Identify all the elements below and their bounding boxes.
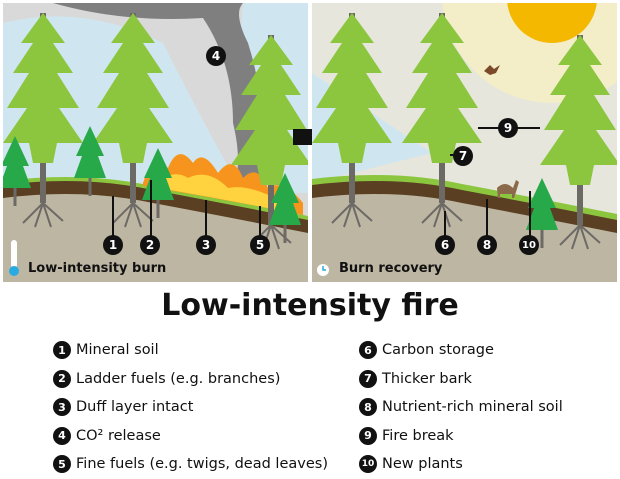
legend-item: 8 Nutrient-rich mineral soil xyxy=(359,393,563,422)
sun xyxy=(507,3,597,43)
duff-layer xyxy=(3,179,308,233)
legend-text: Nutrient-rich mineral soil xyxy=(382,399,563,416)
legend-text: Thicker bark xyxy=(382,370,472,387)
marker-9: 9 xyxy=(498,118,518,138)
legend-number: 1 xyxy=(53,341,71,360)
legend-text: New plants xyxy=(382,456,463,473)
legend-number: 5 xyxy=(53,455,71,474)
legend-number: 10 xyxy=(359,455,377,474)
burn-illustration xyxy=(3,3,308,282)
legend-item: 4 CO² release xyxy=(53,422,328,451)
legend-item: 6 Carbon storage xyxy=(359,336,563,365)
panel-label-text: Low-intensity burn xyxy=(28,261,167,276)
legend-text: Carbon storage xyxy=(382,342,494,359)
legend-item: 3 Duff layer intact xyxy=(53,393,328,422)
legend-text: Mineral soil xyxy=(76,342,159,359)
legend-item: 9 Fire break xyxy=(359,422,563,451)
marker-10: 10 xyxy=(519,235,539,255)
deer xyxy=(497,180,519,198)
marker-8: 8 xyxy=(477,235,497,255)
marker-6: 6 xyxy=(435,235,455,255)
bird xyxy=(484,65,500,75)
legend-item: 5 Fine fuels (e.g. twigs, dead leaves) xyxy=(53,450,328,479)
legend-left: 1 Mineral soil 2 Ladder fuels (e.g. branch… xyxy=(53,336,328,479)
legend-number: 9 xyxy=(359,426,377,445)
legend-number: 8 xyxy=(359,398,377,417)
legend-text: Ladder fuels (e.g. branches) xyxy=(76,370,281,387)
legend-number: 7 xyxy=(359,369,377,388)
legend-number: 4 xyxy=(53,426,71,445)
legend-text: Fine fuels (e.g. twigs, dead leaves) xyxy=(76,456,328,473)
legend-item: 7 Thicker bark xyxy=(359,365,563,394)
marker-3: 3 xyxy=(196,235,216,255)
smoke-plume xyxy=(53,3,264,193)
legend-text: Duff layer intact xyxy=(76,399,194,416)
low-intensity-burn-panel: 1 2 3 4 5 Low-intensity burn xyxy=(3,3,308,282)
legend-item: 1 Mineral soil xyxy=(53,336,328,365)
legend-text: CO² release xyxy=(76,427,161,444)
burn-recovery-panel: 6 7 8 9 10 Burn recovery xyxy=(312,3,617,282)
panel-label-recovery: Burn recovery xyxy=(334,261,442,276)
legend-item: 2 Ladder fuels (e.g. branches) xyxy=(53,365,328,394)
marker-2: 2 xyxy=(140,235,160,255)
legend-right: 6 Carbon storage 7 Thicker bark 8 Nutrient-… xyxy=(359,336,563,479)
marker-4: 4 xyxy=(206,46,226,66)
marker-5: 5 xyxy=(250,235,270,255)
panel-label-text: Burn recovery xyxy=(339,261,443,276)
page-title: Low-intensity fire xyxy=(161,288,459,323)
legend-number: 6 xyxy=(359,341,377,360)
legend-item: 10 New plants xyxy=(359,450,563,479)
legend-text: Fire break xyxy=(382,427,454,444)
recovery-illustration xyxy=(312,3,617,282)
legend-number: 2 xyxy=(53,369,71,388)
marker-1: 1 xyxy=(103,235,123,255)
legend-number: 3 xyxy=(53,398,71,417)
marker-7: 7 xyxy=(453,146,473,166)
panel-label-low-intensity: Low-intensity burn xyxy=(23,261,166,276)
